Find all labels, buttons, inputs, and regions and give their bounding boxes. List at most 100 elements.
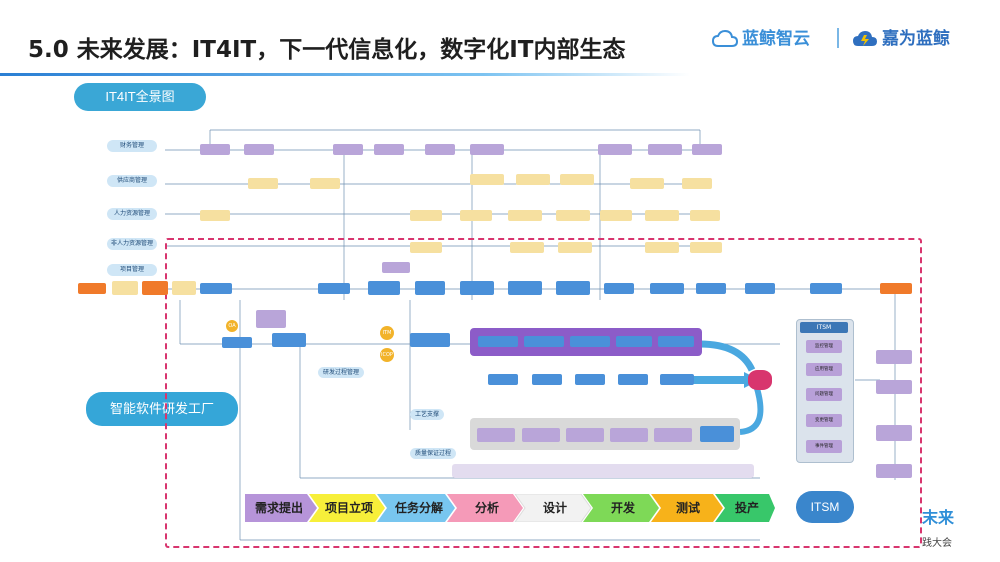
itsm-item: 变更管理 — [806, 414, 842, 427]
stage-task-breakdown: 任务分解 — [394, 501, 443, 515]
dev-step — [478, 336, 518, 347]
project-node — [172, 281, 196, 295]
craft-step — [522, 428, 560, 442]
dev-step — [616, 336, 652, 347]
software-factory-frame — [165, 238, 922, 548]
itm-badge: ITM — [380, 326, 394, 340]
strategy-node — [78, 283, 106, 294]
craft-step — [477, 428, 515, 442]
logo-area: 蓝鲸智云 嘉为蓝鲸 — [712, 24, 982, 52]
finance-node — [425, 144, 455, 155]
itsm-pill: ITSM — [796, 491, 854, 523]
row-label-project: 项目管理 — [107, 264, 157, 276]
hr-node — [600, 210, 632, 221]
quality-lane — [452, 464, 754, 478]
hr-node — [460, 210, 492, 221]
project-node — [508, 281, 542, 295]
project-node — [368, 281, 400, 295]
dev-node — [256, 310, 286, 328]
finance-node — [244, 144, 274, 155]
project-node — [318, 283, 350, 294]
dev-step — [658, 336, 694, 347]
dev-artifact — [660, 374, 694, 385]
logo-left-text: 蓝鲸智云 — [742, 29, 810, 49]
right-node — [876, 350, 912, 364]
dev-node — [410, 333, 450, 347]
logo-jiawei-lanjing: 嘉为蓝鲸 — [852, 24, 950, 49]
non-hr-node — [510, 242, 544, 253]
itsm-item: 应用管理 — [806, 363, 842, 376]
stage-requirement: 需求提出 — [254, 501, 303, 515]
finance-node — [598, 144, 632, 155]
non-hr-node — [645, 242, 679, 253]
craft-support-label: 工艺支撑 — [410, 409, 445, 420]
project-node — [880, 283, 912, 294]
oa-badge: OA — [226, 320, 238, 332]
project-node — [415, 281, 445, 295]
supplier-node — [560, 174, 594, 185]
supplier-node — [516, 174, 550, 185]
corner-text-top: 末来 — [922, 508, 955, 527]
hr-node — [410, 210, 442, 221]
finance-node — [692, 144, 722, 155]
supplier-node — [470, 174, 504, 185]
itsm-item: 监控管理 — [806, 340, 842, 353]
non-hr-node — [558, 242, 592, 253]
stage-project-approval: 项目立项 — [324, 501, 373, 515]
hr-node — [690, 210, 720, 221]
finance-node — [470, 144, 504, 155]
non-hr-node — [410, 242, 442, 253]
dev-node — [222, 337, 252, 348]
stage-analysis: 分析 — [474, 501, 499, 515]
icop-badge: ICOP — [380, 348, 394, 362]
dev-step — [570, 336, 610, 347]
non-hr-node — [690, 242, 722, 253]
project-node — [142, 281, 168, 295]
project-node — [696, 283, 726, 294]
craft-step — [700, 426, 734, 442]
hr-node — [645, 210, 679, 221]
cloud-lightning-icon — [853, 31, 877, 46]
finance-node — [374, 144, 404, 155]
dev-process-label: 研发过程管理 — [318, 367, 365, 378]
row-label-hr: 人力资源管理 — [107, 208, 157, 220]
logo-lanjing-zhiyun: 蓝鲸智云 — [712, 24, 810, 49]
finance-node — [200, 144, 230, 155]
project-node — [650, 283, 684, 294]
project-node — [604, 283, 634, 294]
itsm-item: 事件管理 — [806, 440, 842, 453]
stage-development: 开发 — [610, 501, 635, 515]
supplier-node — [310, 178, 340, 189]
title-underline — [0, 73, 690, 76]
hr-node — [508, 210, 542, 221]
project-node — [556, 281, 590, 295]
craft-support-lane — [470, 418, 740, 450]
finance-node — [333, 144, 363, 155]
dev-artifact — [618, 374, 648, 385]
hr-node — [556, 210, 590, 221]
row-label-finance: 财务管理 — [107, 140, 157, 152]
dev-node — [272, 333, 306, 347]
quality-assurance-label: 质量保证过程 — [410, 448, 457, 459]
logo-divider — [837, 28, 839, 48]
hr-node — [200, 210, 230, 221]
stage-design: 设计 — [542, 501, 567, 515]
stage-bar: 需求提出 项目立项 任务分解 分析 设计 开发 测试 投产 — [245, 494, 775, 522]
smart-software-factory-pill: 智能软件研发工厂 — [86, 392, 238, 426]
supplier-node — [682, 178, 712, 189]
project-node — [460, 281, 494, 295]
finance-node — [648, 144, 682, 155]
it4it-overview-pill: IT4IT全景图 — [74, 83, 206, 111]
craft-step — [654, 428, 692, 442]
project-node — [810, 283, 842, 294]
stage-testing: 测试 — [675, 501, 700, 515]
right-node — [876, 464, 912, 478]
corner-text-bottom: 践大会 — [922, 538, 952, 549]
monitor-hub — [748, 370, 772, 390]
itsm-panel-title: ITSM — [800, 322, 848, 333]
dev-artifact — [575, 374, 605, 385]
stage-arrows — [245, 494, 775, 522]
craft-step — [566, 428, 604, 442]
project-node — [200, 283, 232, 294]
